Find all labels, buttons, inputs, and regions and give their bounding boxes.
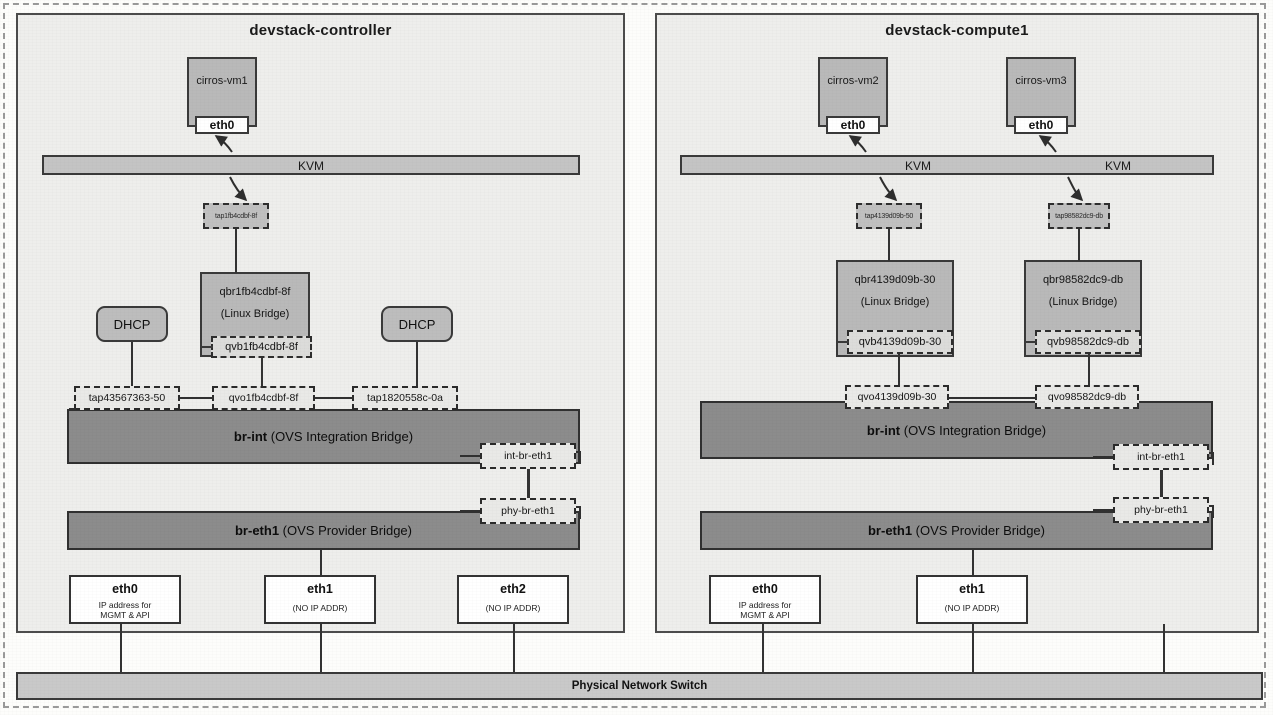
tap-device-tap1fb4cdbf-8f: tap1fb4cdbf-8f bbox=[203, 203, 269, 229]
vm-cirros-vm3: cirros-vm3 bbox=[1006, 57, 1076, 127]
page-border bbox=[3, 3, 1266, 708]
downlink-controller-eth1 bbox=[320, 624, 322, 676]
downlink-compute1-right bbox=[1163, 624, 1165, 676]
linux-bridge-name: qbr4139d09b-30 bbox=[854, 274, 936, 286]
br-int-desc: (OVS Integration Bridge) bbox=[903, 422, 1047, 438]
wire-patch-compute1 bbox=[1160, 470, 1163, 497]
br-eth1-desc: (OVS Provider Bridge) bbox=[915, 523, 1045, 538]
nic-name: eth1 bbox=[959, 582, 985, 596]
linux-bridge-name: qbr98582dc9-db bbox=[1042, 274, 1124, 286]
vm-nic-cirros-vm3-eth0: eth0 bbox=[1014, 116, 1068, 134]
wire-tap3-to-qbr3 bbox=[1078, 229, 1080, 261]
br-int-name: br-int bbox=[233, 429, 268, 444]
wire-patch-controller bbox=[527, 469, 530, 498]
nic-eth0-compute1: eth0 IP address for MGMT & API bbox=[709, 575, 821, 624]
ovs-port-int-br-eth1-controller: int-br-eth1 bbox=[480, 443, 576, 469]
wire-dhcp1-to-tap bbox=[131, 342, 133, 387]
ovs-port-tap1820558c-0a: tap1820558c-0a bbox=[352, 386, 458, 410]
wire-tap2-to-qbr2 bbox=[888, 229, 890, 261]
wire-qvb-to-qvo bbox=[261, 358, 263, 387]
ovs-port-int-br-eth1-compute1: int-br-eth1 bbox=[1113, 444, 1209, 470]
veth-qvb1fb4cdbf-8f: qvb1fb4cdbf-8f bbox=[211, 336, 312, 358]
wire-breth1-to-eth1-compute1 bbox=[972, 550, 974, 575]
linux-bridge-type: (Linux Bridge) bbox=[1048, 296, 1118, 308]
downlink-compute1-eth1 bbox=[972, 624, 974, 676]
nic-name: eth1 bbox=[307, 582, 333, 596]
host-title-controller: devstack-controller bbox=[249, 22, 392, 39]
kvm-label-controller-0: KVM bbox=[297, 159, 324, 173]
nic-sub: (NO IP ADDR) bbox=[292, 603, 348, 613]
nic-name: eth2 bbox=[500, 582, 526, 596]
br-eth1-name: br-eth1 bbox=[234, 523, 280, 538]
nic-sub: (NO IP ADDR) bbox=[944, 603, 1000, 613]
linux-bridge-type: (Linux Bridge) bbox=[220, 308, 290, 320]
tap-device-tap98582dc9-db: tap98582dc9-db bbox=[1048, 203, 1110, 229]
tap-device-tap4139d09b-50: tap4139d09b-50 bbox=[856, 203, 922, 229]
nic-name: eth0 bbox=[752, 582, 778, 596]
downlink-compute1-eth0 bbox=[762, 624, 764, 676]
wire-tap-to-qbr bbox=[235, 229, 237, 273]
dhcp-agent-1: DHCP bbox=[96, 306, 168, 342]
kvm-bar-compute1 bbox=[680, 155, 1214, 175]
linux-bridge-name: qbr1fb4cdbf-8f bbox=[219, 286, 291, 298]
vm-cirros-vm1: cirros-vm1 bbox=[187, 57, 257, 127]
downlink-controller-eth0 bbox=[120, 624, 122, 676]
vm-nic-cirros-vm1-eth0: eth0 bbox=[195, 116, 249, 134]
ovs-port-qvo1fb4cdbf-8f: qvo1fb4cdbf-8f bbox=[212, 386, 315, 410]
nic-eth2-controller: eth2 (NO IP ADDR) bbox=[457, 575, 569, 624]
ovs-port-qvo4139d09b-30: qvo4139d09b-30 bbox=[845, 385, 949, 409]
ovs-port-phy-br-eth1-compute1: phy-br-eth1 bbox=[1113, 497, 1209, 523]
wire-dhcp2-to-tap bbox=[416, 342, 418, 387]
br-int-name: br-int bbox=[866, 422, 901, 438]
kvm-label-compute1-0: KVM bbox=[905, 159, 932, 173]
wire-qvb3-to-qvo3 bbox=[1088, 354, 1090, 387]
vm-nic-cirros-vm2-eth0: eth0 bbox=[826, 116, 880, 134]
ovs-port-tap43567363-50: tap43567363-50 bbox=[74, 386, 180, 410]
downlink-controller-eth2 bbox=[513, 624, 515, 676]
wire-breth1-to-eth1-controller bbox=[320, 550, 322, 575]
nic-eth1-compute1: eth1 (NO IP ADDR) bbox=[916, 575, 1028, 624]
veth-qvb4139d09b-30: qvb4139d09b-30 bbox=[847, 330, 953, 354]
nic-eth1-controller: eth1 (NO IP ADDR) bbox=[264, 575, 376, 624]
nic-sub: IP address for MGMT & API bbox=[738, 600, 792, 620]
kvm-bar-controller bbox=[42, 155, 580, 175]
wire-qvb2-to-qvo2 bbox=[898, 354, 900, 387]
nic-sub: (NO IP ADDR) bbox=[485, 603, 541, 613]
br-int-desc: (OVS Integration Bridge) bbox=[270, 429, 414, 444]
host-title-compute1: devstack-compute1 bbox=[885, 22, 1029, 39]
br-eth1-desc: (OVS Provider Bridge) bbox=[282, 523, 412, 538]
nic-name: eth0 bbox=[112, 582, 138, 596]
nic-eth0-controller: eth0 IP address for MGMT & API bbox=[69, 575, 181, 624]
veth-qvb98582dc9-db: qvb98582dc9-db bbox=[1035, 330, 1141, 354]
dhcp-agent-2: DHCP bbox=[381, 306, 453, 342]
ovs-port-phy-br-eth1-controller: phy-br-eth1 bbox=[480, 498, 576, 524]
nic-sub: IP address for MGMT & API bbox=[98, 600, 152, 620]
linux-bridge-type: (Linux Bridge) bbox=[860, 296, 930, 308]
kvm-label-compute1-1: KVM bbox=[1105, 159, 1132, 173]
ovs-port-qvo98582dc9-db: qvo98582dc9-db bbox=[1035, 385, 1139, 409]
br-eth1-name: br-eth1 bbox=[867, 523, 913, 538]
physical-network-switch: Physical Network Switch bbox=[16, 672, 1263, 700]
